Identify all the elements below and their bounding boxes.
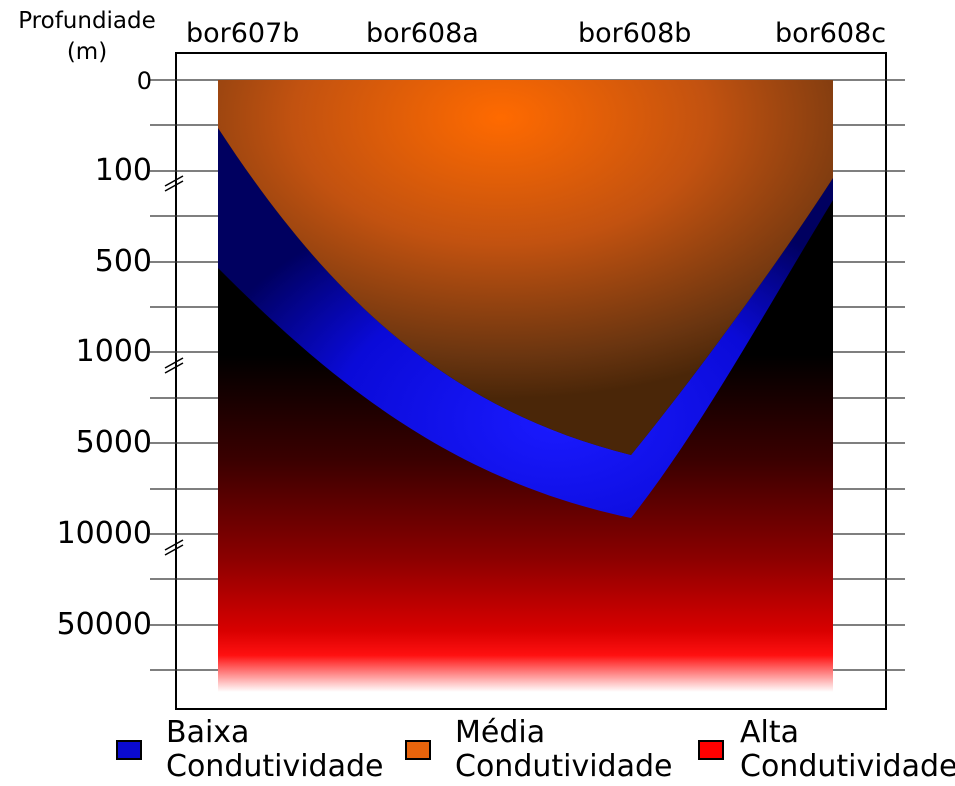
tick-label-100: 100 (94, 153, 152, 188)
legend-swatch-low (116, 740, 142, 760)
tick-label-10000: 10000 (56, 516, 152, 551)
depth-axis-title: Profundiade (m) (8, 6, 166, 68)
legend-label-high-line1: Alta (740, 715, 800, 750)
legend-label-medium-line2: Condutividade (455, 749, 673, 784)
legend-label-low-line1: Baixa (166, 715, 250, 750)
column-label-bor608c: bor608c (775, 18, 887, 49)
legend-label-high-line2: Condutividade (740, 749, 955, 784)
tick-label-1000: 1000 (75, 334, 152, 369)
legend-swatch-medium (405, 740, 431, 760)
legend-text-high: Alta Condutividade (740, 716, 955, 784)
legend-label-medium-line1: Média (455, 715, 546, 750)
legend-text-medium: Média Condutividade (455, 716, 673, 784)
plot-frame (175, 52, 887, 710)
low-conductivity-layer (218, 128, 833, 518)
column-label-bor608a: bor608a (366, 18, 479, 49)
column-label-bor607b: bor607b (186, 18, 300, 49)
tick-label-500: 500 (94, 244, 152, 279)
medium-conductivity-layer (218, 80, 833, 455)
tick-label-50000: 50000 (56, 607, 152, 642)
legend-text-low: Baixa Condutividade (166, 716, 384, 784)
column-label-bor608b: bor608b (578, 18, 692, 49)
legend-swatch-high (698, 740, 724, 760)
depth-axis-title-line2: (m) (66, 39, 108, 65)
tick-label-0: 0 (136, 67, 152, 95)
tick-label-5000: 5000 (75, 425, 152, 460)
legend-label-low-line2: Condutividade (166, 749, 384, 784)
axis-break-marks (164, 175, 184, 556)
depth-axis-title-line1: Profundiade (18, 8, 156, 34)
